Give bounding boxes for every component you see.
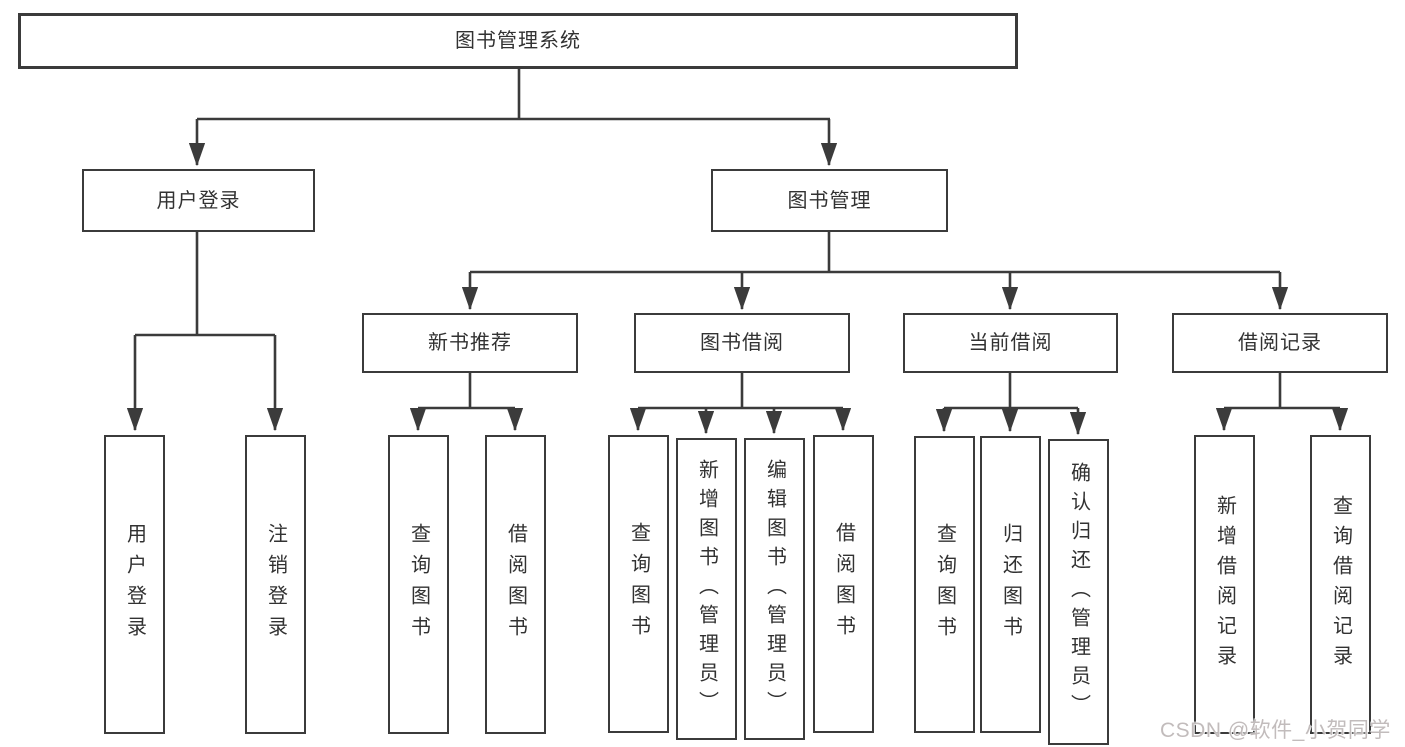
leaf-add-book-admin: 新增图书（管理员）: [676, 438, 737, 740]
node-current-borrow: 当前借阅: [903, 313, 1118, 373]
leaf-borrow-books-borrow: 借阅图书: [813, 435, 874, 733]
node-book-borrow: 图书借阅: [634, 313, 850, 373]
leaf-confirm-return-admin: 确认归还（管理员）: [1048, 439, 1109, 745]
leaf-query-books-recommend: 查询图书: [388, 435, 449, 734]
node-book-management: 图书管理: [711, 169, 948, 232]
leaf-return-book: 归还图书: [980, 436, 1041, 733]
leaf-add-borrow-record: 新增借阅记录: [1194, 435, 1255, 734]
leaf-query-borrow-record: 查询借阅记录: [1310, 435, 1371, 734]
node-library-management-system: 图书管理系统: [18, 13, 1018, 69]
node-user-login: 用户登录: [82, 169, 315, 232]
leaf-borrow-books-recommend: 借阅图书: [485, 435, 546, 734]
leaf-edit-book-admin: 编辑图书（管理员）: [744, 438, 805, 740]
leaf-user-login: 用户登录: [104, 435, 165, 734]
leaf-query-books-current: 查询图书: [914, 436, 975, 733]
node-new-book-recommend: 新书推荐: [362, 313, 578, 373]
node-borrow-records: 借阅记录: [1172, 313, 1388, 373]
leaf-query-books-borrow: 查询图书: [608, 435, 669, 733]
leaf-logout-login: 注销登录: [245, 435, 306, 734]
